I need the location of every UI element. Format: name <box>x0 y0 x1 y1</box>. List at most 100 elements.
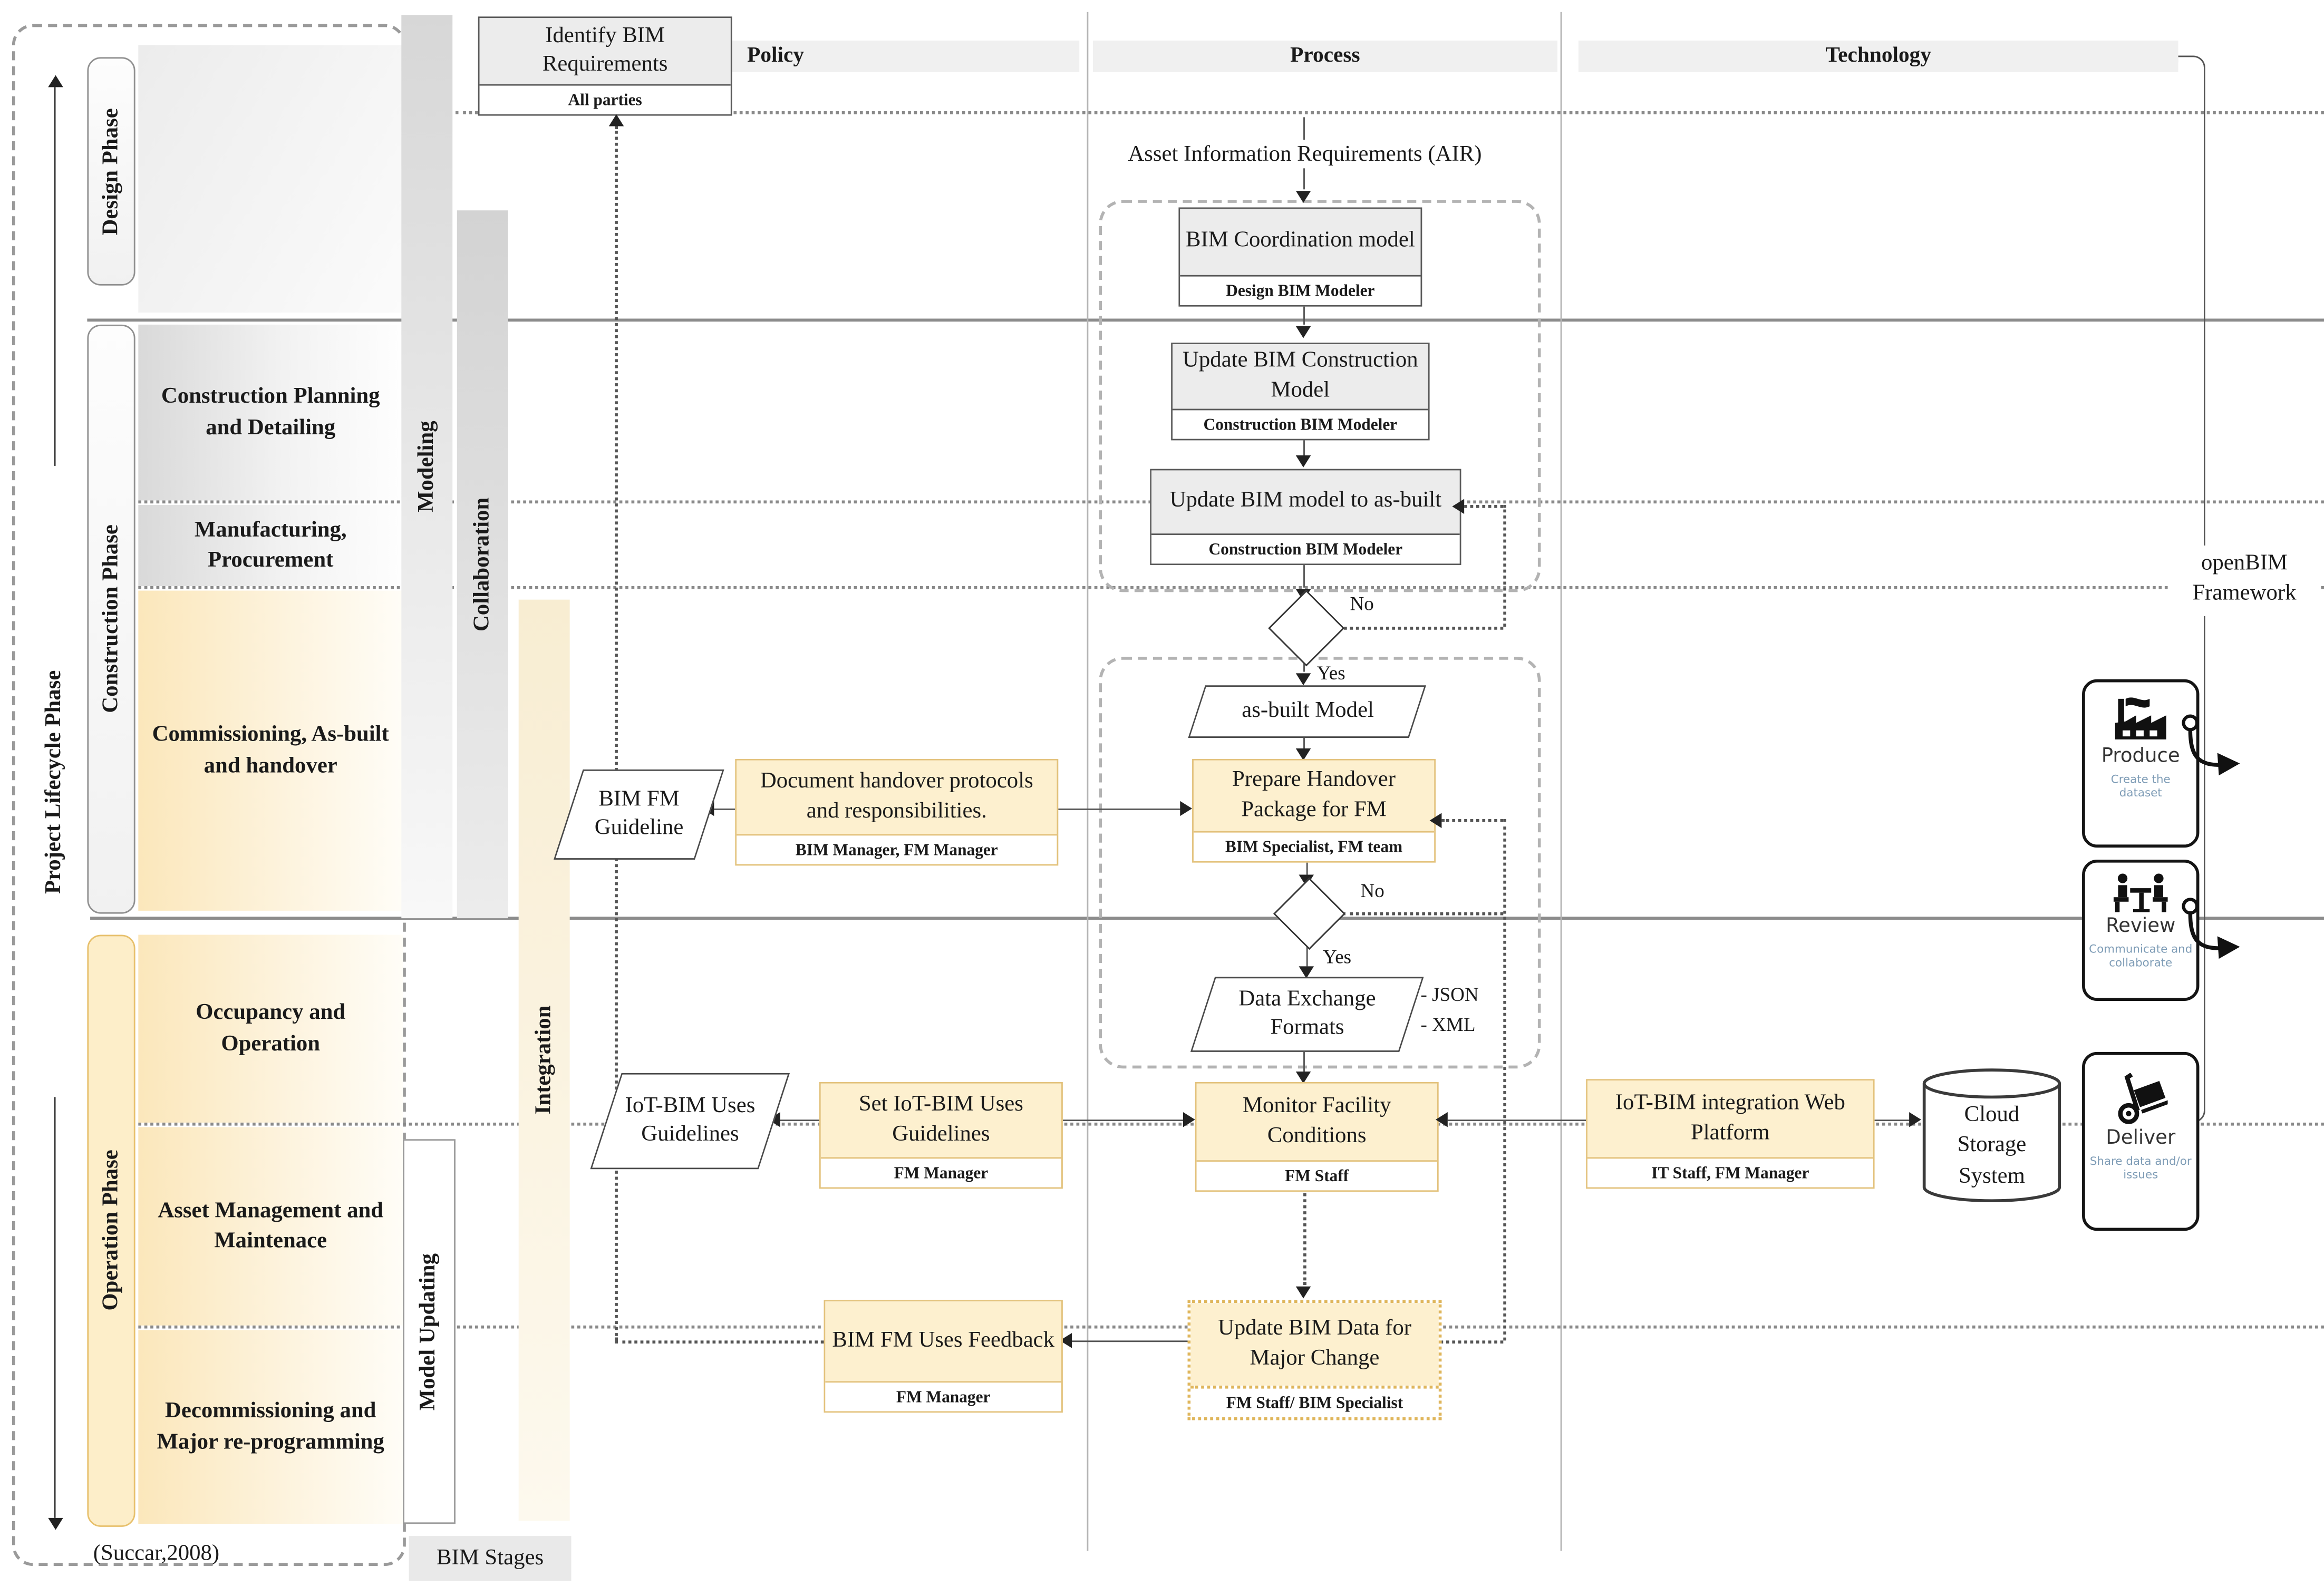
arrow-platform-to-monitor <box>1447 1119 1586 1122</box>
node-update-asbuilt-actor: Construction BIM Modeler <box>1151 533 1460 564</box>
people-meeting-icon <box>2113 873 2168 912</box>
arrow-asbuilt-to-decision1 <box>1303 562 1305 588</box>
arrow-construction-to-asbuilt <box>1303 437 1305 455</box>
stage-bar-integration: Integration <box>518 599 570 1521</box>
asbuilt-model-parallelogram: as-built Model <box>1188 685 1426 738</box>
badge-review-sub: Communicate and collaborate <box>2089 942 2193 970</box>
node-identify-actor: All parties <box>479 84 731 114</box>
hand-truck-icon <box>2118 1073 2168 1124</box>
data-exchange-note-json: - JSON <box>1420 982 1479 1006</box>
loop2-horizontal <box>1342 912 1504 916</box>
node-prepare-handover-title: Prepare Handover Package for FM <box>1193 760 1435 831</box>
bim-stages-footer: BIM Stages <box>409 1536 572 1581</box>
loop2-return <box>1441 819 1504 822</box>
arrowhead-icon <box>1183 1112 1195 1127</box>
row-construction-planning: Construction Planning and Detailing <box>138 324 403 501</box>
node-set-iot-title: Set IoT-BIM Uses Guidelines <box>820 1083 1062 1157</box>
axis-arrow-down-icon <box>48 1517 63 1530</box>
data-exchange-note-xml: - XML <box>1420 1012 1476 1036</box>
loop2-vertical <box>1503 819 1507 1341</box>
arrow-setiot-to-monitor <box>1060 1119 1186 1122</box>
arrowhead-icon <box>1295 1071 1311 1084</box>
cloud-storage-label: Cloud Storage System <box>1957 1103 2027 1188</box>
decision2-no-label: No <box>1360 879 1384 902</box>
row-asset-management: Asset Management and Maintenace <box>138 1127 403 1326</box>
loop1-return <box>1464 505 1504 508</box>
node-prepare-handover-actor: BIM Specialist, FM team <box>1193 831 1435 861</box>
node-update-bim-data-title: Update BIM Data for Major Change <box>1190 1303 1439 1386</box>
arrowhead-icon <box>1295 748 1311 761</box>
node-identify-bim-requirements: Identify BIM Requirements All parties <box>478 16 732 116</box>
node-bim-coordination: BIM Coordination model Design BIM Modele… <box>1178 207 1422 307</box>
arrowhead-icon <box>1295 326 1311 338</box>
badge-produce: Produce Create the dataset <box>2082 679 2200 848</box>
arrowhead-icon <box>1299 966 1314 979</box>
arrowhead-icon <box>1452 499 1465 514</box>
node-iot-platform-actor: IT Staff, FM Manager <box>1587 1157 1873 1187</box>
arrow-air-to-coordination <box>1303 168 1305 190</box>
node-document-handover-actor: BIM Manager, FM Manager <box>737 834 1057 864</box>
phase-construction: Construction Phase <box>87 324 135 914</box>
badge-deliver-label: Deliver <box>2106 1127 2176 1150</box>
feedback-arrow-up-icon <box>608 114 624 126</box>
node-monitor-title: Monitor Facility Conditions <box>1196 1083 1437 1161</box>
phase-divider-construction-operation <box>87 917 2324 920</box>
arrow-document-to-guideline <box>714 808 735 810</box>
iot-uses-guidelines-parallelogram: IoT-BIM Uses Guidelines <box>590 1073 790 1170</box>
node-update-asbuilt-title: Update BIM model to as-built <box>1151 470 1460 534</box>
decision1-no-label: No <box>1350 592 1374 615</box>
decision2-yes-label: Yes <box>1323 945 1352 968</box>
feedback-line-vertical <box>615 126 618 1341</box>
cycle-arrow-icon <box>2182 714 2240 776</box>
axis-arrow-up-icon <box>48 75 63 87</box>
node-document-handover: Document handover protocols and responsi… <box>735 758 1059 866</box>
node-update-asbuilt: Update BIM model to as-built Constructio… <box>1150 469 1461 566</box>
arrow-setiot-to-guidelines <box>780 1119 819 1122</box>
row-manufacturing: Manufacturing, Procurement <box>138 505 403 587</box>
row-commissioning: Commissioning, As-built and handover <box>138 590 403 911</box>
arrowhead-icon <box>1295 455 1311 468</box>
node-prepare-handover: Prepare Handover Package for FM BIM Spec… <box>1192 758 1436 863</box>
design-construction-group <box>1099 200 1541 592</box>
credit-label: (Succar,2008) <box>93 1542 220 1566</box>
arrow-monitor-to-updatedata <box>1303 1189 1306 1285</box>
handover-group <box>1099 657 1541 1069</box>
arrowhead-icon <box>1295 673 1311 686</box>
badge-deliver-sub: Share data and/or issues <box>2089 1154 2192 1182</box>
row-decommissioning: Decommissioning and Major re-programming <box>138 1330 403 1524</box>
arrow-updatedata-to-feedback <box>1070 1340 1188 1342</box>
arrowhead-icon <box>1909 1112 1921 1127</box>
arrow-decision1-to-asbuiltmodel <box>1303 658 1305 672</box>
node-update-construction: Update BIM Construction Model Constructi… <box>1171 343 1430 441</box>
header-process: Process <box>1092 40 1557 72</box>
column-divider-process-technology <box>1560 12 1562 1551</box>
arrowhead-icon <box>1435 1112 1448 1127</box>
bim-fm-guideline-parallelogram: BIM FM Guideline <box>553 769 724 860</box>
column-divider-policy-process <box>1087 12 1089 1551</box>
node-fm-feedback-actor: FM Manager <box>825 1381 1062 1411</box>
decision-asbuilt-ok <box>1268 590 1345 667</box>
phase-divider-design-construction <box>87 318 2324 322</box>
node-update-bim-data: Update BIM Data for Major Change FM Staf… <box>1187 1300 1442 1420</box>
lifecycle-axis-label: Project Lifecycle Phase <box>18 465 91 1097</box>
node-identify-title: Identify BIM Requirements <box>479 18 731 84</box>
arrow-dataexchange-to-monitor <box>1303 1049 1305 1072</box>
air-label: Asset Information Requirements (AIR) <box>1128 142 1482 167</box>
arrowhead-icon <box>1295 191 1311 203</box>
cylinder-shape-icon <box>1922 1068 2061 1203</box>
feedback-line-horizontal <box>615 1340 824 1344</box>
cycle-arrow-icon <box>2182 898 2240 959</box>
badge-review-label: Review <box>2106 915 2176 938</box>
arrow-coordination-to-construction <box>1303 303 1305 325</box>
arrowhead-icon <box>1180 801 1193 816</box>
node-update-construction-actor: Construction BIM Modeler <box>1173 408 1428 439</box>
stage-bar-modeling: Modeling <box>401 15 453 919</box>
header-policy: Policy <box>732 40 1080 72</box>
node-set-iot-actor: FM Manager <box>820 1157 1062 1187</box>
node-fm-uses-feedback: BIM FM Uses Feedback FM Manager <box>824 1300 1063 1413</box>
cloud-storage-cylinder: Cloud Storage System <box>1920 1067 2064 1205</box>
factory-icon <box>2115 697 2166 739</box>
data-exchange-parallelogram: Data Exchange Formats <box>1190 977 1424 1052</box>
arrow-platform-to-cloud <box>1871 1119 1912 1122</box>
loop1-vertical <box>1503 505 1507 627</box>
